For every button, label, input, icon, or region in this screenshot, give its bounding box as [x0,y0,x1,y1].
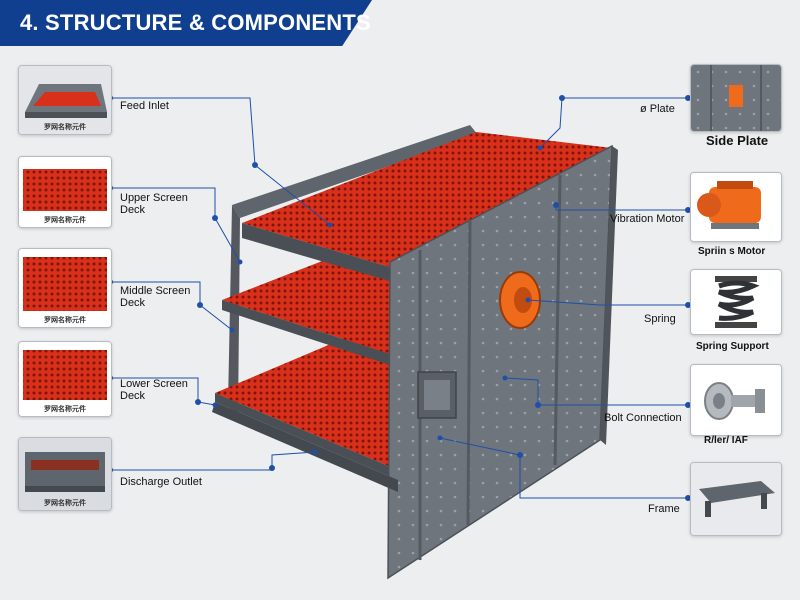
label-plate: ø Plate [640,103,675,115]
upper-deck-mesh [242,132,612,282]
frame-thumbnail [690,462,782,536]
upper-deck-thumbnail: 罗网名称元件 [18,156,112,228]
upper-deck-caption: 罗网名称元件 [44,217,86,224]
vibration-motor-thumbnail [690,172,782,242]
lower-deck-thumbnail: 罗网名称元件 [18,341,112,417]
bolt-thumbnail [690,364,782,436]
middle-deck-caption: 罗网名称元件 [44,317,86,324]
middle-deck-thumbnail: 罗网名称元件 [18,248,112,328]
feed-inlet-thumbnail: 罗网名称元件 [18,65,112,135]
label-spring-support: Spring Support [696,341,769,352]
label-discharge-outlet: Discharge Outlet [120,476,202,488]
spring-support [417,371,457,419]
page-title: 4. STRUCTURE & COMPONENTS [20,10,371,35]
label-vibration-motor: Vibration Motor [610,213,685,225]
feed-inlet-caption: 罗网名称元件 [44,124,86,131]
label-side-plate: Side Plate [706,133,769,148]
label-middle-screen-deck: Middle Screen Deck [120,285,191,309]
vibration-motor [499,271,541,329]
label-bolt-caption: R/ler/ IAF [704,435,748,446]
label-frame: Frame [648,503,680,515]
label-bolt-connection: Bolt Connection [604,412,682,424]
label-upper-screen-deck: Upper Screen Deck [120,192,188,216]
middle-deck-mesh [222,258,545,366]
label-spring-motor: Spriin s Motor [698,246,766,257]
header-banner [0,0,372,46]
discharge-outlet-caption: 罗网名称元件 [44,500,86,507]
discharge-outlet-thumbnail: 罗网名称元件 [18,437,112,511]
label-spring: Spring [644,313,676,325]
side-plate-thumbnail [690,64,782,132]
machine-base [212,402,398,492]
label-lower-screen-deck: Lower Screen Deck [120,378,188,402]
label-feed-inlet: Feed Inlet [120,100,169,112]
lower-deck-caption: 罗网名称元件 [44,406,86,413]
spring-thumbnail [690,269,782,335]
